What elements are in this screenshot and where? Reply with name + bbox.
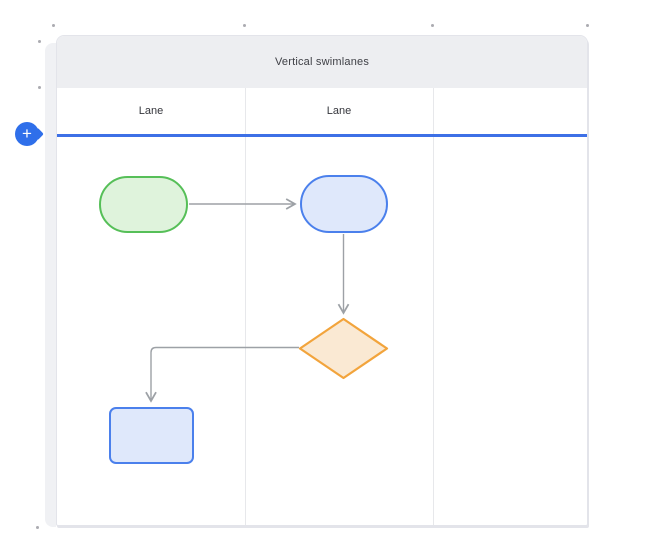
grid-dot bbox=[38, 86, 41, 89]
grid-dot bbox=[38, 40, 41, 43]
plus-icon: + bbox=[22, 124, 32, 143]
decision-polygon[interactable] bbox=[298, 317, 389, 380]
shape-process-blue[interactable] bbox=[109, 407, 194, 464]
grid-dot bbox=[52, 24, 55, 27]
shape-decision-orange[interactable] bbox=[297, 316, 390, 381]
shape-terminator-blue[interactable] bbox=[300, 175, 388, 233]
lane-header-divider bbox=[57, 134, 587, 137]
container-side-strip bbox=[45, 43, 56, 527]
swimlane-title-bar[interactable]: Vertical swimlanes bbox=[57, 36, 587, 88]
lane-header-3[interactable] bbox=[433, 88, 587, 134]
swimlane-title: Vertical swimlanes bbox=[274, 56, 370, 68]
lane-header-2[interactable]: Lane bbox=[245, 88, 433, 134]
lane-1-label: Lane bbox=[138, 105, 164, 117]
grid-dot bbox=[586, 24, 589, 27]
lane-header-row: Lane Lane bbox=[57, 88, 587, 134]
shape-terminator-green[interactable] bbox=[99, 176, 188, 233]
grid-dot bbox=[243, 24, 246, 27]
lane-2-label: Lane bbox=[326, 105, 352, 117]
grid-dot bbox=[431, 24, 434, 27]
lane-separator bbox=[245, 88, 246, 525]
lane-header-1[interactable]: Lane bbox=[57, 88, 245, 134]
add-lane-button[interactable]: + bbox=[15, 122, 39, 146]
lane-separator bbox=[433, 88, 434, 525]
grid-dot bbox=[36, 526, 39, 529]
